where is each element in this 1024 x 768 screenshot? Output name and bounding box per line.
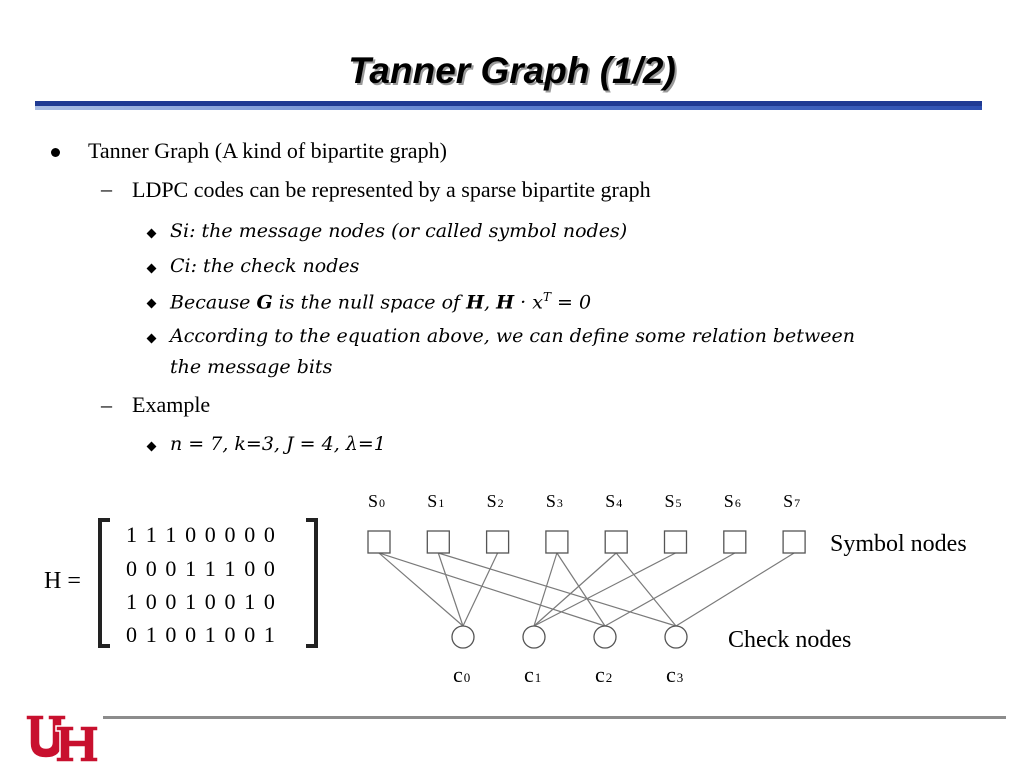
matrix-row: 0 0 0 1 1 1 0 0 (126, 556, 277, 581)
uh-logo-icon (25, 714, 99, 763)
text-fragment: , (484, 291, 497, 314)
symbol-nodes-label: Symbol nodes (830, 531, 967, 557)
graph-edge (462, 552, 499, 627)
dash-icon: – (101, 392, 112, 417)
symbol-node (663, 530, 688, 554)
symbol-node-label: S5 (665, 491, 682, 511)
text-fragment: = 0 (550, 291, 592, 314)
check-node-label: c3 (666, 662, 683, 687)
graph-edge (533, 552, 558, 627)
symbol-h: H (466, 291, 485, 314)
check-nodes-label: Check nodes (728, 627, 851, 653)
symbol-node (604, 530, 628, 554)
bullet-parameters: n = 7, k=3, J = 4, λ=1 (170, 433, 386, 455)
matrix-bracket-right (306, 518, 318, 648)
dash-icon: – (101, 176, 112, 201)
check-node (593, 625, 617, 649)
graph-edges (378, 552, 795, 627)
symbol-nodes (367, 530, 806, 554)
symbol-node-label: S2 (487, 491, 504, 511)
graph-edge (378, 552, 606, 627)
symbol-node-label: S3 (546, 491, 563, 511)
graph-edge (533, 552, 676, 627)
graph-edge (378, 552, 464, 627)
symbol-node (782, 530, 806, 554)
bullet-ldpc: LDPC codes can be represented by a spars… (132, 177, 651, 202)
superscript-t: T (542, 290, 551, 304)
bullet-ci: Ci: the check nodes (170, 255, 360, 277)
matrix-row: 1 1 1 0 0 0 0 0 (126, 522, 277, 547)
symbol-node (723, 530, 747, 554)
text-fragment: Because (170, 291, 257, 314)
symbol-node-label: S7 (783, 491, 800, 511)
title-underline (35, 101, 982, 106)
symbol-node (485, 530, 510, 554)
check-node-label: c1 (524, 662, 541, 687)
text-fragment: · x (514, 291, 543, 314)
symbol-node-label: S6 (724, 491, 741, 511)
node-labels: S0 S1 S2 S3 S4 S5 S6 S7 c0 c1 c2 c3 (368, 491, 800, 687)
check-nodes (451, 625, 688, 649)
graph-edge (604, 552, 736, 627)
bullet-tanner-graph: Tanner Graph (A kind of bipartite graph) (88, 138, 447, 163)
symbol-g: G (256, 291, 273, 314)
graph-edge (556, 552, 606, 627)
bullet-null-space: Because G is the null space of H, H · xT… (170, 290, 591, 313)
graph-edge (675, 552, 795, 627)
matrix-label: H = (44, 568, 81, 594)
graph-edge (438, 552, 677, 627)
symbol-node-label: S4 (605, 491, 622, 511)
text-fragment: is the null space of (272, 291, 467, 314)
bullet-example: Example (132, 392, 211, 417)
symbol-node (426, 530, 450, 554)
bullet-si: Si: the message nodes (or called symbol … (170, 220, 628, 242)
check-node-label: c0 (453, 662, 470, 687)
graph-edge (615, 552, 677, 627)
symbol-h: H (496, 291, 515, 314)
title-underline-gradient (35, 106, 982, 110)
matrix-row: 0 1 0 0 1 0 0 1 (126, 622, 277, 647)
symbol-node (367, 530, 391, 554)
footer-rule (103, 716, 1006, 719)
slide-title: Tanner Graph (1/2) (348, 50, 676, 91)
check-node (522, 625, 546, 649)
symbol-node (545, 530, 569, 554)
check-node (451, 625, 475, 649)
bullet-relation-line2: the message bits (170, 356, 333, 378)
matrix-bracket-left (98, 518, 110, 648)
graph-edge (533, 552, 617, 627)
matrix-row: 1 0 0 1 0 0 1 0 (126, 589, 277, 614)
check-node-label: c2 (595, 662, 612, 687)
symbol-node-label: S1 (427, 491, 444, 511)
bullet-relation-line1: According to the equation above, we can … (170, 325, 855, 347)
graph-edge (437, 552, 464, 627)
bullet-dot-icon (51, 148, 60, 157)
symbol-node-label: S0 (368, 491, 385, 511)
check-node (664, 625, 688, 649)
